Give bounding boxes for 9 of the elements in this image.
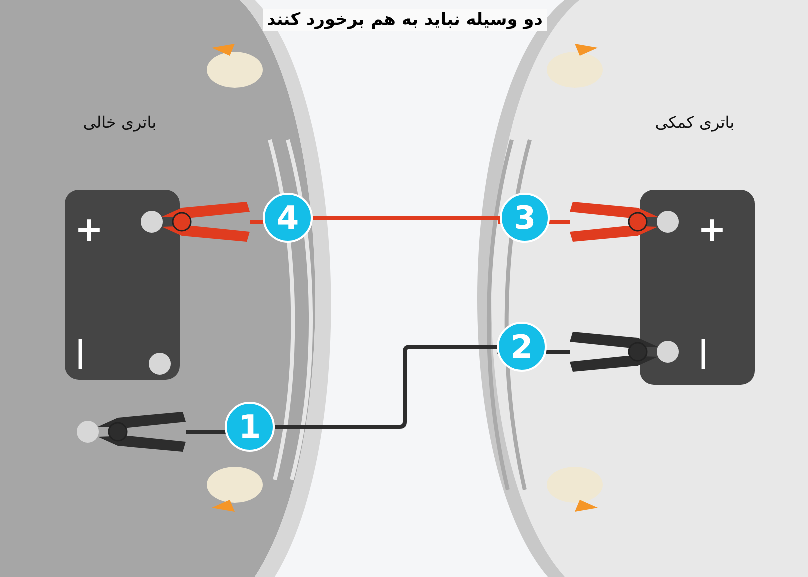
battery-label: باتری کمکی [654, 112, 736, 134]
terminal-sign: | [698, 335, 709, 371]
title: دو وسیله نباید به هم برخورد کنند [263, 9, 547, 31]
terminal-sign: | [75, 335, 86, 371]
cable [313, 216, 500, 220]
battery-label: باتری خالی [82, 112, 158, 134]
terminal-sign: + [698, 210, 726, 250]
terminal-sign: + [75, 210, 104, 250]
cable [275, 345, 497, 429]
